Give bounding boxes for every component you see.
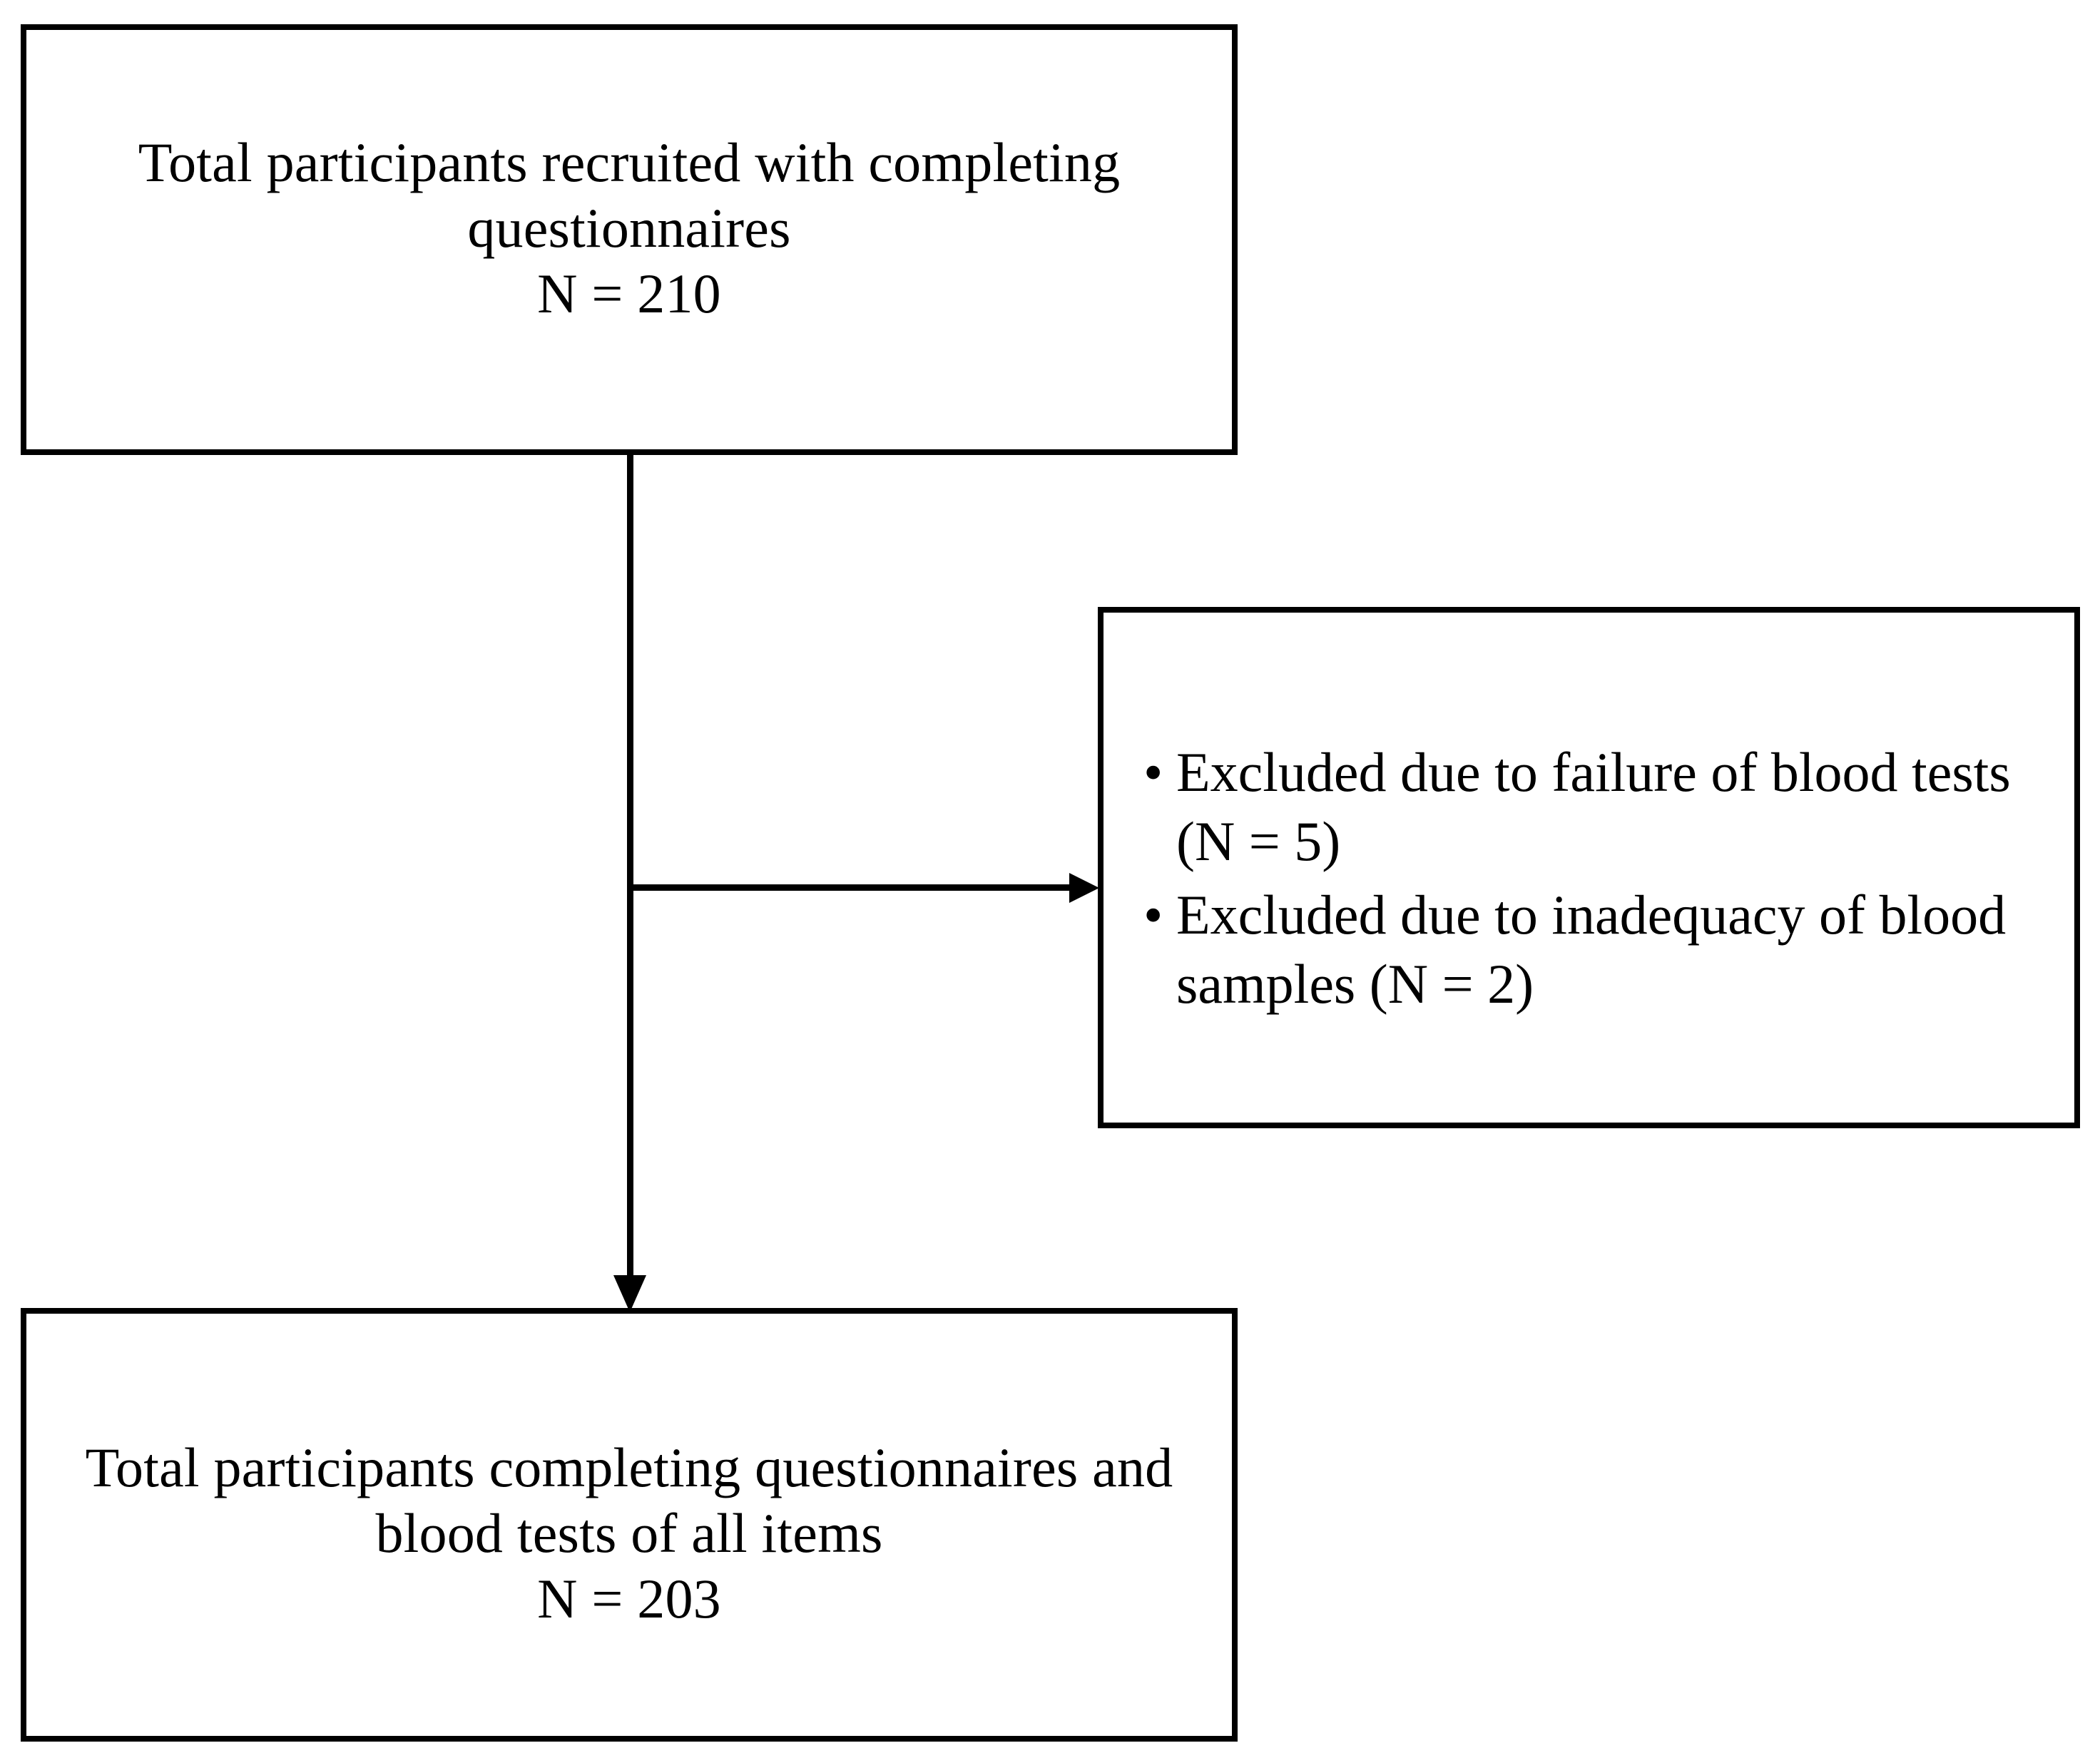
connector-recruited-to-final-line — [627, 454, 633, 1284]
connector-recruited-to-excluded-line — [630, 884, 1071, 891]
list-item: • Excluded due to failure of blood tests… — [1138, 737, 2032, 876]
bullet-icon: • — [1143, 741, 1163, 803]
connector-recruited-to-excluded-arrowhead — [1069, 873, 1099, 903]
node-total-recruited-label: Total participants recruited with comple… — [138, 131, 1121, 325]
node-total-recruited: Total participants recruited with comple… — [21, 24, 1238, 455]
exclusion-reason-text: Excluded due to inadequacy of blood samp… — [1176, 884, 2007, 1015]
node-exclusions: • Excluded due to failure of blood tests… — [1098, 607, 2080, 1128]
connector-recruited-to-final-arrowhead — [613, 1275, 646, 1312]
bullet-icon: • — [1143, 884, 1163, 946]
exclusion-reason-list: • Excluded due to failure of blood tests… — [1138, 737, 2032, 1023]
node-final-sample: Total participants completing questionna… — [21, 1308, 1238, 1742]
exclusion-reason-text: Excluded due to failure of blood tests (… — [1176, 741, 2011, 872]
node-final-sample-label: Total participants completing questionna… — [85, 1436, 1173, 1630]
list-item: • Excluded due to inadequacy of blood sa… — [1138, 880, 2032, 1018]
